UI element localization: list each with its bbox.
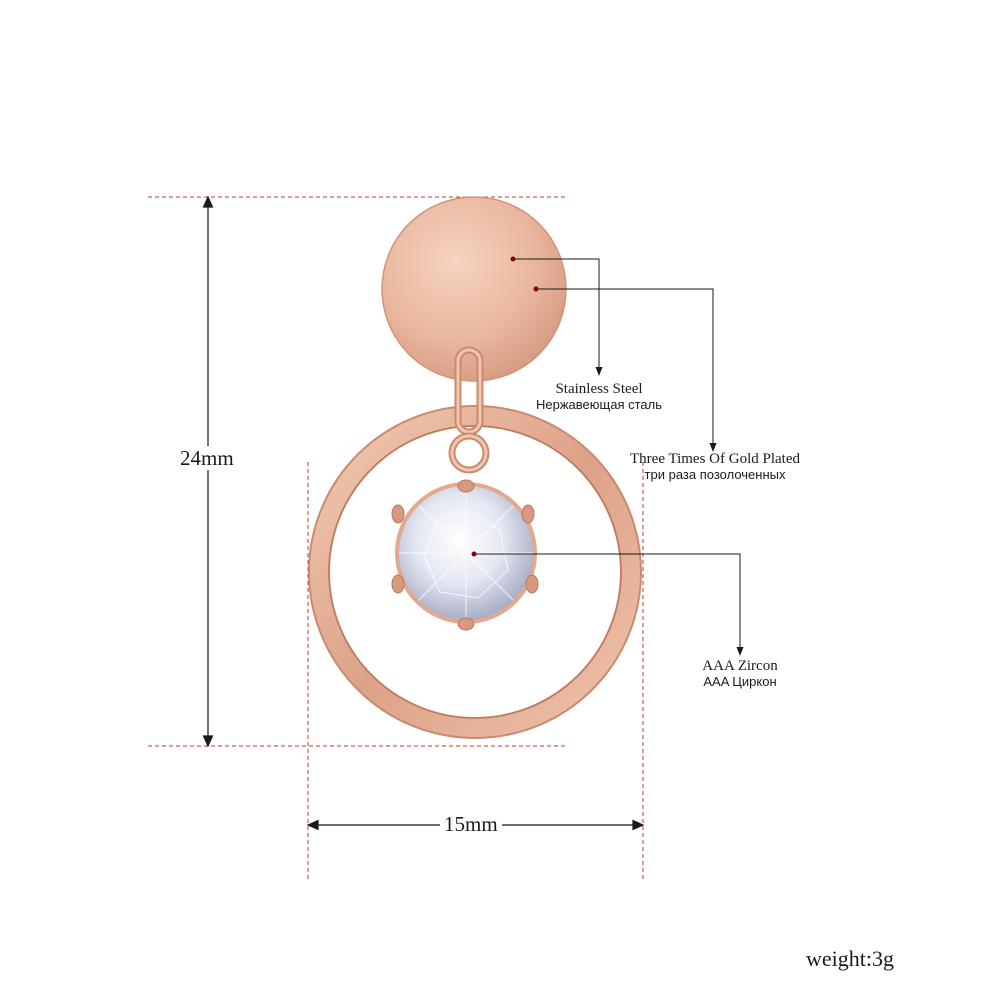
callout-stainless-steel: Stainless Steel Нержавеющая сталь	[534, 381, 664, 413]
callout-gold-plated: Three Times Of Gold Plated три раза позо…	[610, 451, 820, 483]
leader-gold	[536, 288, 714, 446]
callout-gold-ru: три раза позолоченных	[644, 467, 786, 483]
callout-zircon-ru: AAA Циркон	[703, 674, 777, 690]
weight-label: weight:3g	[806, 946, 894, 971]
callout-stainless-en: Stainless Steel	[555, 381, 643, 397]
callout-stainless-ru: Нержавеющая сталь	[536, 397, 662, 413]
leader-stainless	[513, 258, 600, 370]
callout-arrowheads	[595, 367, 744, 656]
callout-zircon-en: AAA Zircon	[702, 658, 778, 674]
callout-leaders	[474, 258, 741, 650]
jump-rings	[448, 346, 490, 474]
height-dimension-arrow	[202, 195, 214, 748]
callout-dots	[471, 256, 539, 557]
height-dimension-label: 24mm	[176, 446, 238, 471]
callout-zircon: AAA Zircon AAA Циркон	[680, 658, 800, 690]
width-dimension-label: 15mm	[440, 812, 502, 837]
leader-zircon	[474, 553, 741, 650]
dimension-guides	[148, 196, 644, 882]
zircon-gem	[391, 479, 539, 631]
callout-gold-en: Three Times Of Gold Plated	[630, 451, 800, 467]
